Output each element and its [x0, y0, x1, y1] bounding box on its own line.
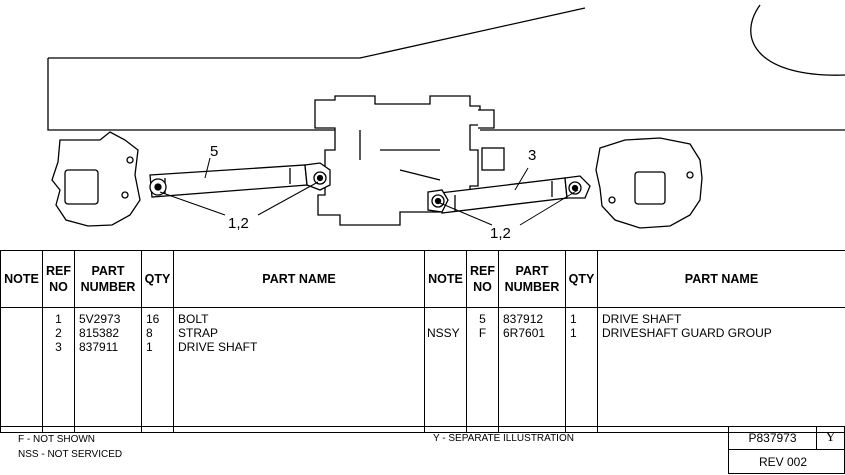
part-name: DRIVE SHAFT — [178, 340, 424, 354]
part-number-column: 837912 6R7601 — [499, 308, 566, 433]
callout-5: 5 — [210, 143, 218, 160]
qty: 1 — [570, 312, 597, 326]
header-part-name: PART NAME — [174, 251, 425, 308]
part-number: 5V2973 — [79, 312, 141, 326]
part-number: 6R7601 — [503, 326, 565, 340]
legend-not-serviced: NSS - NOT SERVICED — [18, 449, 122, 460]
ref-no: F — [467, 326, 498, 340]
table-row: NSSY 5 F 837912 6R7601 1 1 DRIVE SHAFT D… — [425, 308, 845, 433]
exploded-view-illustration: 5 3 1,2 1,2 — [0, 0, 845, 250]
header-part-name: PART NAME — [598, 251, 845, 308]
qty-column: 1 1 — [566, 308, 598, 433]
header-qty: QTY — [566, 251, 598, 308]
table-row: 1 2 3 5V2973 815382 837911 16 8 1 BOLT S… — [1, 308, 425, 433]
illustration-code: Y — [817, 426, 845, 450]
header-qty: QTY — [142, 251, 174, 308]
part-number-column: 5V2973 815382 837911 — [75, 308, 142, 433]
ref-no: 5 — [467, 312, 498, 326]
part-number: 837912 — [503, 312, 565, 326]
note-column — [1, 308, 43, 433]
header-note: NOTE — [425, 251, 467, 308]
part-name-column: DRIVE SHAFT DRIVESHAFT GUARD GROUP — [598, 308, 845, 433]
qty: 1 — [146, 340, 173, 354]
callout-1-2-rear: 1,2 — [490, 225, 511, 242]
ref-no: 3 — [43, 340, 74, 354]
callout-1-2-front: 1,2 — [228, 215, 249, 232]
note — [427, 312, 466, 326]
part-name: BOLT — [178, 312, 424, 326]
front-axle-yoke — [52, 132, 140, 226]
rear-axle-yoke — [596, 138, 702, 228]
qty: 1 — [570, 326, 597, 340]
part-number: 837911 — [79, 340, 141, 354]
ref-column: 5 F — [467, 308, 499, 433]
illustration-number: P837973 — [728, 426, 817, 450]
callout-3: 3 — [528, 147, 536, 164]
legend-separate-illustration: Y - SEPARATE ILLUSTRATION — [433, 433, 574, 444]
revision-number: REV 002 — [728, 450, 845, 474]
qty-column: 16 8 1 — [142, 308, 174, 433]
ref-no: 2 — [43, 326, 74, 340]
footer-legend: F - NOT SHOWN NSS - NOT SERVICED Y - SEP… — [0, 426, 728, 475]
note-column: NSSY — [425, 308, 467, 433]
ref-column: 1 2 3 — [43, 308, 75, 433]
part-name: STRAP — [178, 326, 424, 340]
qty: 8 — [146, 326, 173, 340]
ref-no: 1 — [43, 312, 74, 326]
part-number: 815382 — [79, 326, 141, 340]
part-name-column: BOLT STRAP DRIVE SHAFT — [174, 308, 425, 433]
header-note: NOTE — [1, 251, 43, 308]
part-name: DRIVE SHAFT — [602, 312, 845, 326]
legend-not-shown: F - NOT SHOWN — [18, 434, 95, 445]
drive-shaft-5 — [150, 163, 330, 197]
part-name: DRIVESHAFT GUARD GROUP — [602, 326, 845, 340]
note: NSSY — [427, 326, 466, 340]
qty: 16 — [146, 312, 173, 326]
